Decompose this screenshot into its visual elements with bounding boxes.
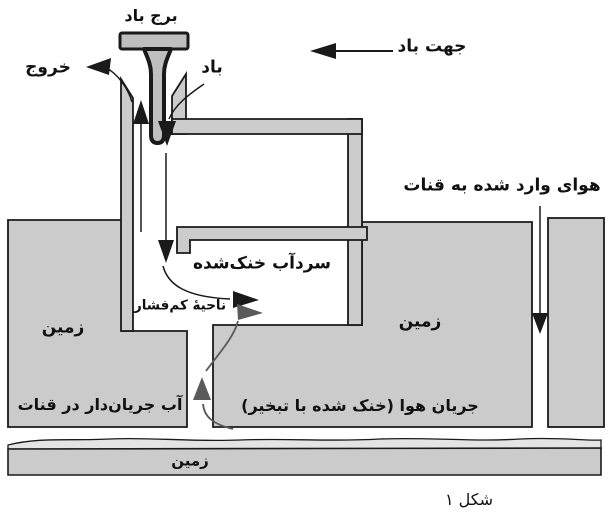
- windcatcher-stem: [142, 47, 173, 145]
- shaft-down-arrowhead: [532, 313, 548, 334]
- wind-entry-arrow-line: [168, 83, 205, 120]
- label-wind: باد: [201, 57, 223, 78]
- label-low-pressure-zone: ناحیۀ کم‌فشار: [133, 297, 227, 314]
- label-ground-bottom: زمین: [171, 451, 209, 470]
- low-pressure-arrowhead: [233, 291, 259, 308]
- ground-strip-bottom: [7, 447, 602, 476]
- figure-caption: شکل ۱: [444, 490, 494, 509]
- building-right-wall: [347, 118, 363, 326]
- building-roof: [171, 118, 363, 135]
- label-exit: خروج: [25, 57, 71, 78]
- label-air-into-qanat: هوای وارد شده به قنات: [403, 175, 601, 196]
- qanat-airflow-upper-line: [205, 320, 239, 372]
- duct-left-wall: [120, 75, 134, 332]
- ground-block-far-right: [547, 217, 605, 428]
- label-ground-right: زمین: [398, 311, 442, 332]
- label-flowing-water-in-qanat: آب جریان‌دار در قنات: [17, 395, 183, 414]
- label-cooled-cold-water: سردآب خنک‌شده: [192, 253, 332, 274]
- building-floor: [176, 226, 368, 254]
- qanat-airflow-up-arrowhead: [193, 377, 211, 400]
- wind-direction-arrowhead: [310, 43, 336, 59]
- label-ground-left: زمین: [41, 317, 85, 338]
- label-airflow-cooled-by-evaporation: جریان هوا (خنک شده با تبخیر): [241, 396, 479, 415]
- qanat-water: [7, 437, 602, 450]
- label-wind-direction: جهت باد: [397, 36, 467, 57]
- windcatcher-cap: [118, 31, 190, 51]
- qanat-airflow-right-arrowhead: [237, 304, 263, 320]
- qanat-airflow-lower-line: [202, 403, 234, 430]
- low-pressure-arrow-line: [162, 265, 231, 300]
- label-wind-tower: برج باد: [124, 6, 178, 25]
- exit-arrowhead: [86, 58, 111, 75]
- duct-up-arrowhead: [133, 100, 149, 124]
- cellar-down-arrowhead: [158, 240, 174, 263]
- wind-entry-arrowhead: [158, 121, 176, 146]
